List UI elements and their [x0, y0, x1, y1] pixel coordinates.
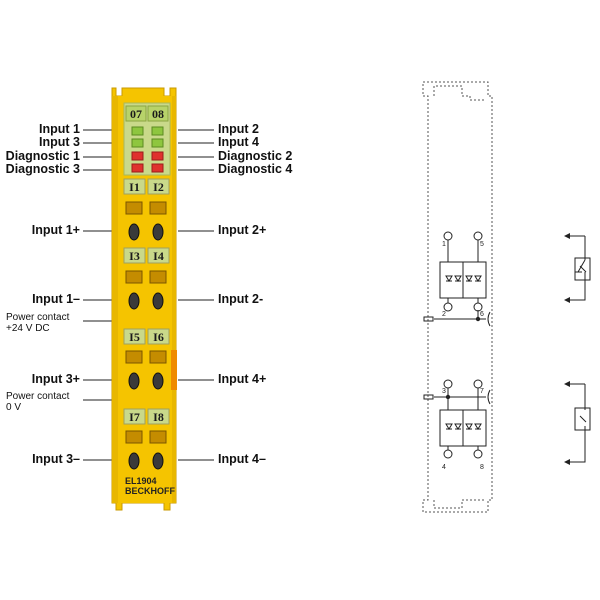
badge-08: 08 [152, 107, 164, 121]
label-input-1: Input 1 [39, 122, 80, 136]
label-diagnostic-4: Diagnostic 4 [218, 162, 293, 176]
label-input-4-plus: Input 4+ [218, 372, 267, 386]
clamp-6 [149, 270, 167, 310]
label-input-2-minus: Input 2- [218, 292, 264, 306]
badge-i7: I7 [129, 410, 140, 424]
junction-dot [445, 394, 451, 400]
badge-08-bg [147, 105, 169, 122]
pin-3: 3 [442, 388, 446, 395]
label-input-3-minus: Input 3– [32, 452, 80, 466]
label-input-4: Input 4 [218, 135, 259, 149]
label-diagnostic-2: Diagnostic 2 [218, 149, 293, 163]
clamp-2 [125, 270, 143, 310]
brand-logo: BECKHOFF [125, 486, 175, 496]
pin-5: 5 [480, 241, 484, 248]
label-power-contact-0v-line2: 0 V [6, 402, 22, 413]
led-diagnostic-3 [131, 163, 144, 173]
pin-7: 7 [480, 388, 484, 395]
pin-1: 1 [442, 241, 446, 248]
clamp-4 [125, 430, 143, 470]
label-input-2: Input 2 [218, 122, 259, 136]
label-input-2-plus: Input 2+ [218, 223, 267, 237]
pin-4: 4 [442, 464, 446, 471]
channel-badges [123, 178, 170, 425]
led-diagnostic-1 [131, 151, 144, 161]
led-input-1 [131, 126, 144, 136]
label-diagnostic-1: Diagnostic 1 [5, 149, 80, 163]
spring-clamps [125, 201, 167, 470]
clamp-3 [125, 350, 143, 390]
clamp-1 [125, 201, 143, 241]
label-power-contact-0v-line1: Power contact [6, 391, 70, 402]
badge-i5: I5 [129, 330, 140, 344]
label-input-4-minus: Input 4– [218, 452, 266, 466]
pin-2: 2 [442, 311, 446, 318]
badge-i2: I2 [153, 180, 164, 194]
led-diagnostic-4 [151, 163, 164, 173]
label-input-1-plus: Input 1+ [31, 223, 80, 237]
label-input-1-minus: Input 1– [32, 292, 80, 306]
label-power-contact-24v-line1: Power contact [6, 312, 70, 323]
clamp-8 [149, 430, 167, 470]
badge-i6: I6 [153, 330, 164, 344]
model-text: EL1904 [125, 476, 157, 486]
schematic [422, 81, 591, 513]
led-input-2 [151, 126, 164, 136]
label-power-contact-24v-line2: +24 V DC [6, 323, 50, 334]
clamp-5 [149, 201, 167, 241]
badge-07-bg [125, 105, 147, 122]
led-diagnostic-2 [151, 151, 164, 161]
led-input-3 [131, 138, 144, 148]
badge-07: 07 [130, 107, 142, 121]
label-input-3-plus: Input 3+ [31, 372, 80, 386]
pin-8: 8 [480, 464, 484, 471]
pin-6: 6 [480, 311, 484, 318]
led-input-4 [151, 138, 164, 148]
clamp-7 [149, 350, 167, 390]
label-diagnostic-3: Diagnostic 3 [5, 162, 80, 176]
badge-i8: I8 [153, 410, 164, 424]
junction-dot [475, 316, 481, 322]
badge-i4: I4 [153, 249, 164, 263]
badge-i3: I3 [129, 249, 140, 263]
led-panel [123, 102, 171, 176]
badge-i1: I1 [129, 180, 140, 194]
label-input-3: Input 3 [39, 135, 80, 149]
